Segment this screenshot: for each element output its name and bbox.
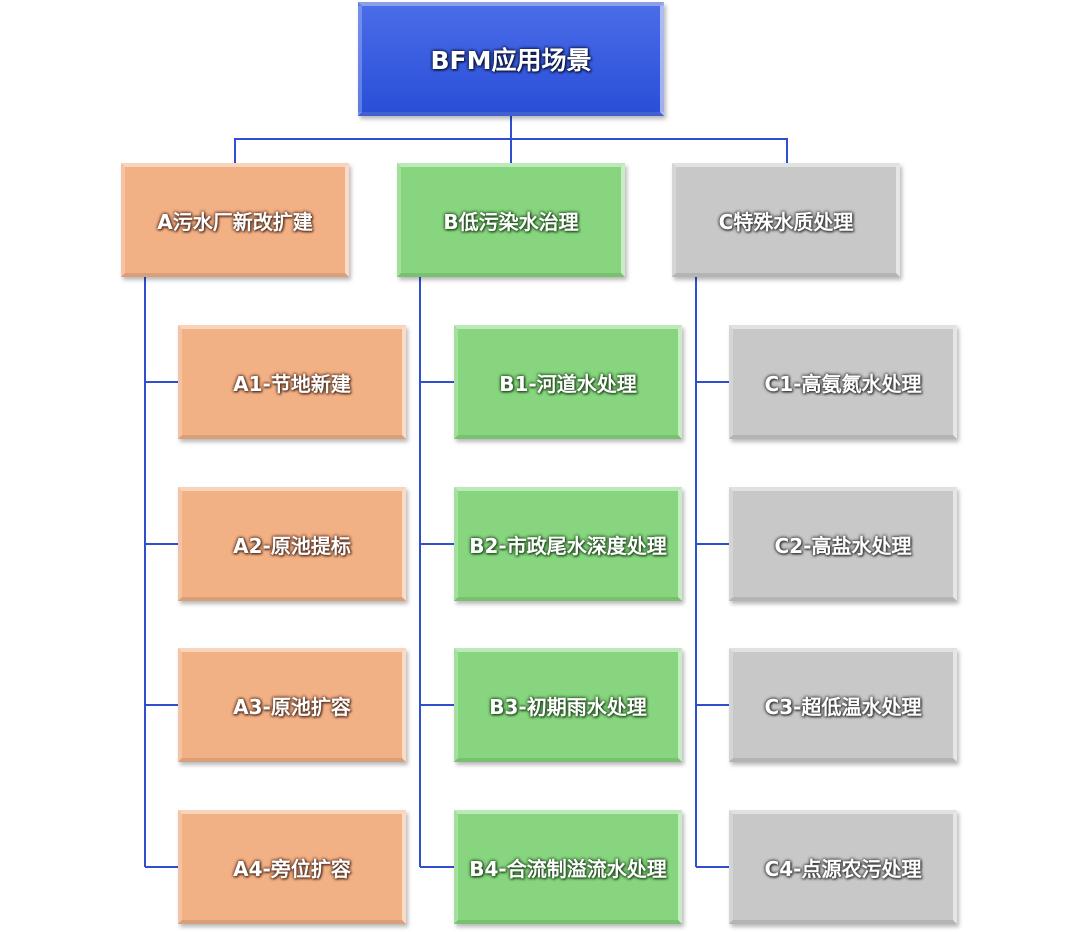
leaf-c2-label: C2-高盐水处理 <box>774 533 912 558</box>
leaf-c4-label: C4-点源农污处理 <box>764 856 922 881</box>
leaf-c3-node[interactable]: C3-超低温水处理 <box>729 648 957 762</box>
category-b-spine <box>419 277 456 868</box>
leaf-b3-node[interactable]: B3-初期雨水处理 <box>454 648 682 762</box>
leaf-b4-label: B4-合流制溢流水处理 <box>469 856 667 881</box>
leaf-c1-node[interactable]: C1-高氨氮水处理 <box>729 325 957 439</box>
leaf-a1-label: A1-节地新建 <box>233 371 351 396</box>
leaf-a4-node[interactable]: A4-旁位扩容 <box>178 810 406 924</box>
category-a-node[interactable]: A污水厂新改扩建 <box>121 163 349 277</box>
leaf-b1-node[interactable]: B1-河道水处理 <box>454 325 682 439</box>
leaf-b3-label: B3-初期雨水处理 <box>489 694 647 719</box>
leaf-a3-label: A3-原池扩容 <box>233 694 351 719</box>
leaf-b2-label: B2-市政尾水深度处理 <box>469 533 667 558</box>
leaf-a2-label: A2-原池提标 <box>233 533 351 558</box>
category-c-node[interactable]: C特殊水质处理 <box>672 163 900 277</box>
root-to-categories-connector <box>234 116 788 163</box>
category-c-label: C特殊水质处理 <box>718 209 854 234</box>
category-a-spine <box>144 277 180 868</box>
leaf-b1-label: B1-河道水处理 <box>499 371 637 396</box>
leaf-c3-label: C3-超低温水处理 <box>764 694 922 719</box>
leaf-c2-node[interactable]: C2-高盐水处理 <box>729 487 957 601</box>
leaf-a2-node[interactable]: A2-原池提标 <box>178 487 406 601</box>
leaf-b2-node[interactable]: B2-市政尾水深度处理 <box>454 487 682 601</box>
leaf-a4-label: A4-旁位扩容 <box>233 856 351 881</box>
leaf-a3-node[interactable]: A3-原池扩容 <box>178 648 406 762</box>
category-a-label: A污水厂新改扩建 <box>157 209 313 234</box>
leaf-a1-node[interactable]: A1-节地新建 <box>178 325 406 439</box>
leaf-c1-label: C1-高氨氮水处理 <box>764 371 922 396</box>
category-c-spine <box>695 277 731 868</box>
category-b-label: B低污染水治理 <box>443 209 579 234</box>
root-node[interactable]: BFM应用场景 <box>358 2 664 116</box>
leaf-b4-node[interactable]: B4-合流制溢流水处理 <box>454 810 682 924</box>
root-label: BFM应用场景 <box>430 46 592 75</box>
leaf-c4-node[interactable]: C4-点源农污处理 <box>729 810 957 924</box>
category-b-node[interactable]: B低污染水治理 <box>397 163 625 277</box>
